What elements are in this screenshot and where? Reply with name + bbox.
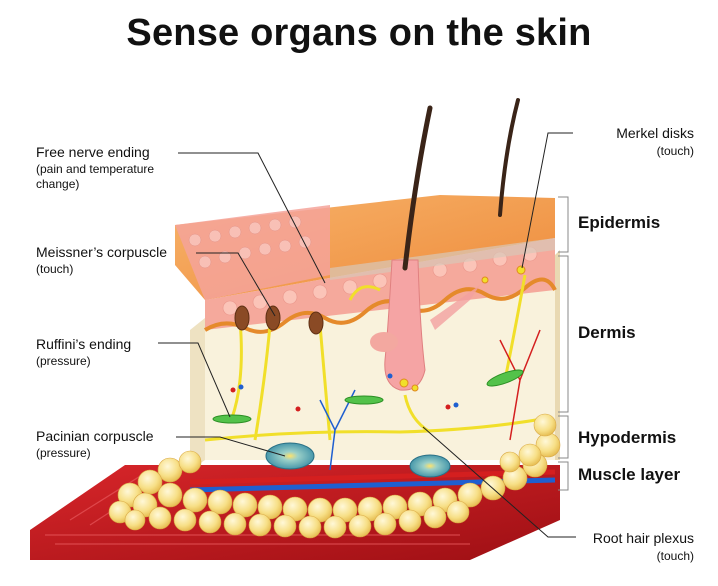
- label-free-nerve-ending-detail: (pain and temperature change): [36, 162, 155, 191]
- skin-surface: [175, 195, 555, 300]
- label-free-nerve-ending: Free nerve ending: [36, 144, 150, 160]
- label-ruffini-ending: Ruffini’s ending: [36, 336, 132, 352]
- hair-icon: [402, 98, 520, 271]
- layer-muscle: Muscle layer: [578, 465, 681, 484]
- label-meissner-detail: (touch): [36, 262, 74, 276]
- layer-dermis: Dermis: [578, 323, 636, 342]
- layer-epidermis: Epidermis: [578, 213, 661, 232]
- layer-hypodermis: Hypodermis: [578, 428, 677, 447]
- label-root-hair-detail: (touch): [656, 549, 694, 563]
- label-root-hair-plexus: Root hair plexus: [592, 530, 694, 546]
- label-pacinian-corpuscle: Pacinian corpuscle: [36, 428, 154, 444]
- label-merkel-detail: (touch): [656, 144, 694, 158]
- pacinian-corpuscle: [265, 442, 451, 478]
- fat-layer: [108, 413, 561, 539]
- corpuscle-icon: [234, 305, 324, 335]
- layer-brackets: [558, 196, 569, 491]
- label-meissner-corpuscle: Meissner’s corpuscle: [36, 244, 167, 260]
- label-ruffini-detail: (pressure): [36, 354, 91, 368]
- label-pacinian-detail: (pressure): [36, 446, 91, 460]
- merkel-disk: [399, 265, 526, 392]
- pointer-lines: [158, 132, 576, 538]
- cell-dots: [230, 373, 459, 412]
- label-merkel-disks: Merkel disks: [616, 125, 694, 141]
- ruffini-ending: [212, 369, 524, 424]
- page-title: Sense organs on the skin: [126, 12, 592, 54]
- hair-follicle: [370, 259, 480, 391]
